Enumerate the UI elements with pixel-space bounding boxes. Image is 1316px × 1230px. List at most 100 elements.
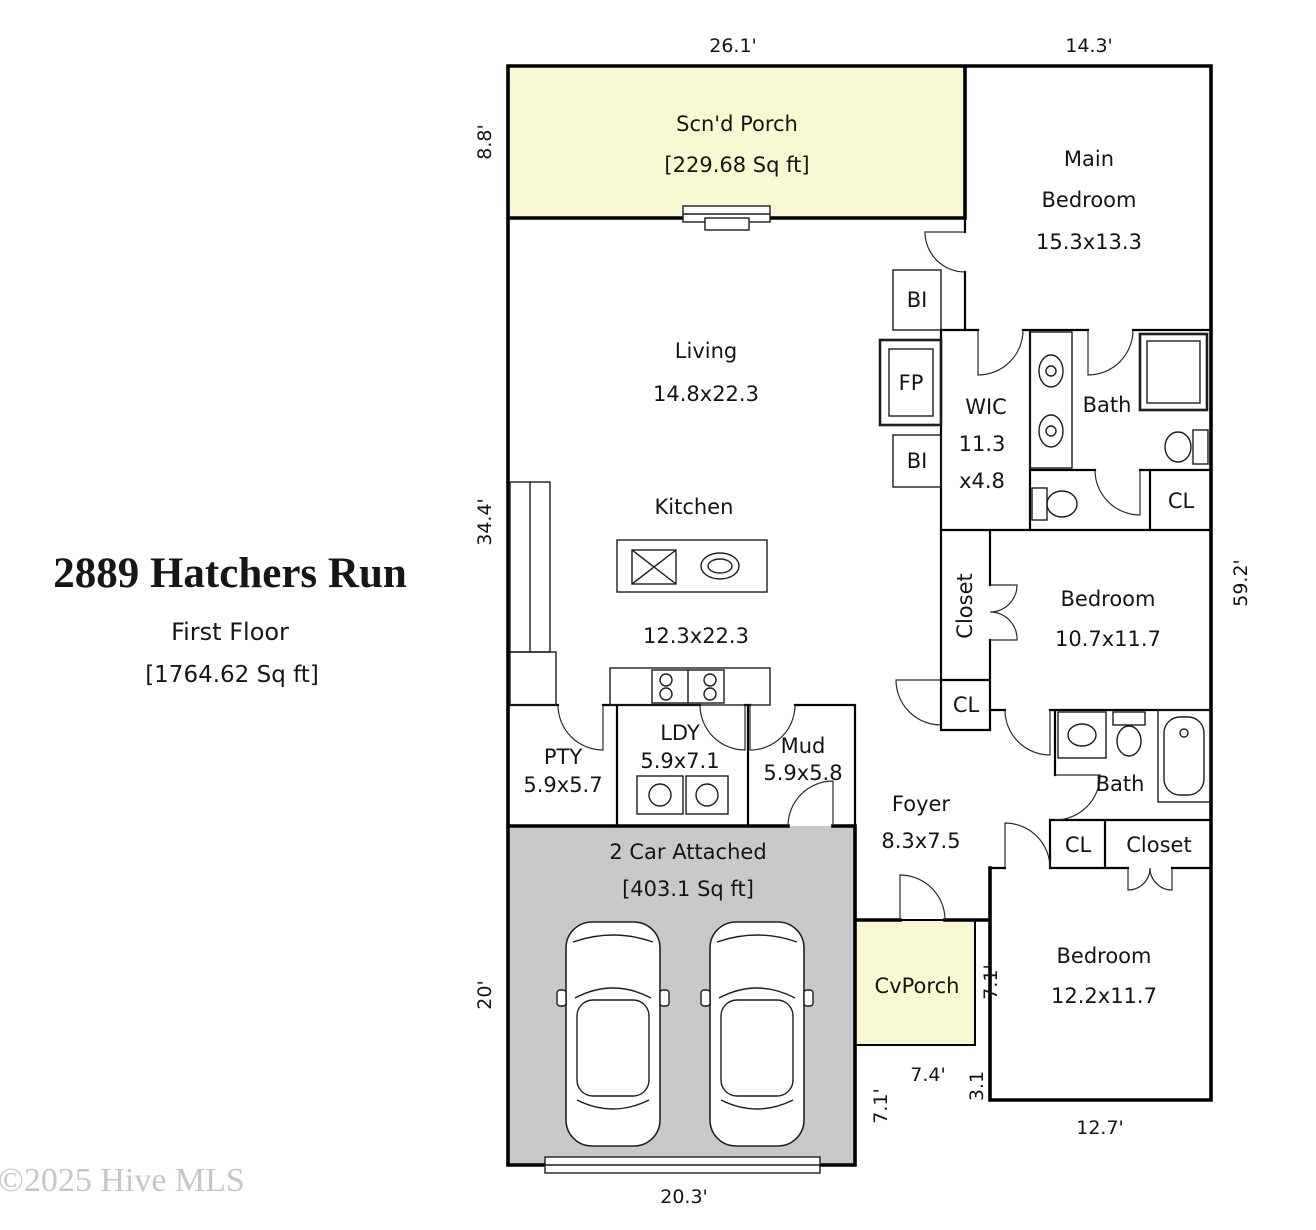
total-area-label: [1764.62 Sq ft] [145, 662, 319, 688]
fridge-fixture [509, 651, 557, 706]
vanity-sink [1038, 354, 1064, 388]
mls-watermark: ©2025 Hive MLS [0, 1162, 245, 1199]
dim-garage-height: 20' [474, 980, 496, 1009]
bedroom2-label: Bedroom [1061, 587, 1156, 611]
hall-bath-label: Bath [1096, 772, 1145, 796]
wic-dims-2: x4.8 [959, 469, 1005, 493]
dim-step: 3.1 [966, 1071, 988, 1101]
builtin-lower [892, 434, 942, 488]
dim-bedroom3-width: 12.7' [1076, 1117, 1124, 1139]
page-title: 2889 Hatchers Run [53, 550, 407, 597]
vanity-sink [1038, 414, 1064, 448]
burner-icon [659, 687, 673, 701]
burner-icon [703, 673, 717, 687]
bedroom2-dims: 10.7x11.7 [1055, 627, 1161, 651]
title-block: 2889 Hatchers Run First Floor [1764.62 S… [53, 550, 407, 688]
fireplace-label: FP [899, 371, 924, 395]
main-bath-vanity [1029, 331, 1073, 469]
sink-drain-icon [1045, 365, 1057, 377]
fireplace-firebox [888, 348, 934, 417]
hall-bath-vanity [1057, 711, 1107, 759]
hall-closet-label: CL [953, 693, 980, 717]
car-icon [700, 921, 814, 1147]
tub-fixture [1157, 709, 1211, 803]
bedroom3-dims: 12.2x11.7 [1051, 984, 1157, 1008]
living-label: Living [675, 339, 737, 363]
interior-walls [506, 216, 1213, 870]
tub-drain-icon [1179, 728, 1189, 738]
kitchen-dims: 12.3x22.3 [643, 624, 749, 648]
toilet-tank [1192, 429, 1209, 465]
exterior-walls [506, 64, 1213, 1167]
kitchen-label: Kitchen [655, 495, 734, 519]
wic-label: WIC [965, 395, 1007, 419]
scnd-porch-area: [229.68 Sq ft] [664, 153, 809, 177]
dim-right-height: 59.2' [1230, 559, 1252, 607]
fixtures [509, 205, 1211, 1174]
main-bath-label: Bath [1083, 393, 1132, 417]
dryer-door-icon [695, 783, 719, 807]
porch-step [704, 217, 750, 231]
dryer-fixture [685, 775, 729, 815]
laundry-dims: 5.9x7.1 [640, 749, 719, 773]
laundry-label: LDY [660, 721, 700, 745]
dim-cvporch-height: 7.1' [980, 964, 1002, 999]
island-prep-sink-cross [631, 549, 677, 585]
vanity-sink [1067, 723, 1097, 747]
garage-area-label: [403.1 Sq ft] [622, 877, 754, 901]
door-swing-arcs [557, 231, 1173, 921]
garage-label: 2 Car Attached [609, 840, 766, 864]
builtin-lower-label: BI [907, 449, 928, 473]
mud-dims: 5.9x5.8 [763, 761, 842, 785]
living-dims: 14.8x22.3 [653, 382, 759, 406]
kitchen-island [616, 539, 768, 593]
car-icon [556, 921, 670, 1147]
dimension-labels: 26.1' 14.3' 8.8' 34.4' 20' 59.2' 7.1' 7.… [474, 35, 1252, 1208]
wic-dims-1: 11.3 [959, 432, 1006, 456]
burner-icon [659, 673, 673, 687]
bedroom3-label: Bedroom [1057, 944, 1152, 968]
toilet-fixture [1116, 725, 1142, 757]
toilet-fixture [1046, 490, 1078, 518]
foyer-label: Foyer [892, 792, 951, 816]
floor-subtitle: First Floor [171, 618, 289, 646]
toilet-tank [1031, 487, 1048, 521]
dim-garage-width: 20.3' [660, 1186, 708, 1208]
shower-pan [1146, 340, 1201, 404]
cvporch-label: CvPorch [875, 974, 960, 998]
island-prep-sink [631, 549, 677, 585]
pantry-label: PTY [544, 745, 582, 769]
cl2-label: CL [1065, 833, 1092, 857]
fireplace-fixture [878, 338, 943, 427]
main-bedroom-label-2: Bedroom [1042, 188, 1137, 212]
shower-fixture [1138, 332, 1209, 412]
dim-porch-width: 26.1' [709, 35, 757, 57]
bedroom2-closet-label: Closet [953, 573, 977, 638]
dim-left-height: 34.4' [474, 498, 496, 546]
toilet-fixture [1164, 431, 1192, 463]
main-bedroom-dims: 15.3x13.3 [1036, 230, 1142, 254]
tub-basin [1163, 716, 1205, 796]
dim-main-bedroom-width: 14.3' [1065, 35, 1113, 57]
washer-fixture [636, 775, 684, 815]
burner-icon [703, 687, 717, 701]
covered-porch-area [854, 919, 976, 1046]
main-bedroom-label-1: Main [1064, 147, 1114, 171]
foyer-dims: 8.3x7.5 [881, 829, 960, 853]
room-labels: Scn'd Porch [229.68 Sq ft] Main Bedroom … [523, 112, 1194, 1008]
island-sink [700, 552, 740, 580]
island-sink-basin [707, 558, 733, 574]
sink-drain-icon [1045, 425, 1057, 437]
builtin-upper [892, 269, 942, 331]
closet2-label: Closet [1126, 833, 1191, 857]
toilet-tank [1112, 711, 1146, 726]
screened-porch-area [508, 66, 965, 218]
builtin-upper-label: BI [907, 288, 928, 312]
dim-garage-right: 7.1' [870, 1088, 892, 1123]
kitchen-counter [609, 667, 771, 706]
bath-closet-label: CL [1168, 489, 1195, 513]
dim-cvporch-width: 7.4' [910, 1064, 945, 1086]
washer-door-icon [648, 783, 672, 807]
